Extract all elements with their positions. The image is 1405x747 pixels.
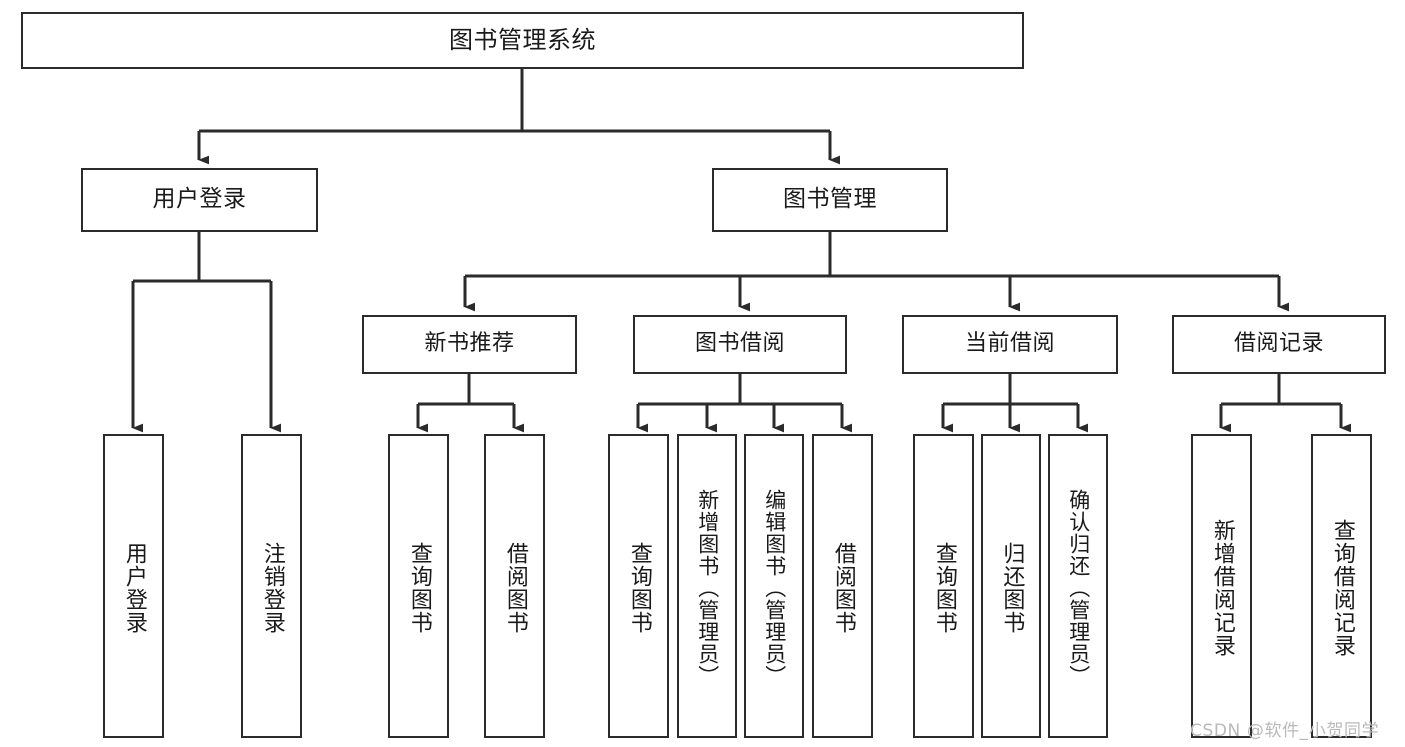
- leaf-confirm-return-admin[interactable]: 确认归还（管理员）: [1048, 434, 1108, 738]
- csdn-watermark: CSDN @软件_小贺同学: [1190, 721, 1380, 741]
- leaf-edit-book-admin[interactable]: 编辑图书（管理员）: [744, 434, 804, 738]
- leaf-borrow-books-recommendation[interactable]: 借阅图书: [484, 434, 545, 738]
- node-label: 新书推荐: [424, 331, 515, 357]
- node-label: 注销登录: [259, 542, 285, 634]
- node-label: 新增图书（管理员）: [695, 489, 720, 687]
- leaf-query-books-borrowing[interactable]: 查询图书: [608, 434, 669, 738]
- node-borrow-records[interactable]: 借阅记录: [1172, 315, 1386, 374]
- node-new-book-recommendation[interactable]: 新书推荐: [362, 315, 577, 374]
- node-label: 借阅图书: [830, 542, 856, 634]
- leaf-user-login[interactable]: 用户登录: [103, 434, 164, 738]
- node-user-login[interactable]: 用户登录: [81, 168, 318, 232]
- node-label: 新增借阅记录: [1209, 519, 1235, 657]
- node-label: 编辑图书（管理员）: [762, 489, 787, 687]
- leaf-return-books[interactable]: 归还图书: [981, 434, 1041, 738]
- node-label: 归还图书: [999, 542, 1025, 634]
- node-root-book-management-system[interactable]: 图书管理系统: [21, 12, 1024, 69]
- node-book-borrowing[interactable]: 图书借阅: [633, 315, 847, 374]
- node-label: 当前借阅: [964, 331, 1055, 357]
- leaf-logout[interactable]: 注销登录: [241, 434, 302, 738]
- node-label: 查询图书: [626, 542, 652, 634]
- node-label: 用户登录: [121, 542, 147, 634]
- leaf-query-books-recommendation[interactable]: 查询图书: [388, 434, 449, 738]
- node-book-management[interactable]: 图书管理: [712, 168, 948, 232]
- node-label: 图书借阅: [694, 331, 785, 357]
- node-current-borrowing[interactable]: 当前借阅: [902, 315, 1118, 374]
- node-label: 确认归还（管理员）: [1066, 489, 1091, 687]
- leaf-add-borrow-record[interactable]: 新增借阅记录: [1191, 434, 1252, 738]
- node-label: 查询图书: [406, 542, 432, 634]
- leaf-query-books-current[interactable]: 查询图书: [913, 434, 974, 738]
- node-label: 图书管理: [783, 186, 877, 213]
- node-label: 查询借阅记录: [1329, 519, 1355, 657]
- node-label: 用户登录: [152, 186, 247, 213]
- node-label: 查询图书: [931, 542, 957, 634]
- node-label: 借阅记录: [1233, 331, 1324, 357]
- node-label: 借阅图书: [502, 542, 528, 634]
- node-label: 图书管理系统: [449, 26, 596, 55]
- leaf-borrow-books-borrowing[interactable]: 借阅图书: [812, 434, 873, 738]
- leaf-add-book-admin[interactable]: 新增图书（管理员）: [677, 434, 737, 738]
- leaf-query-borrow-record[interactable]: 查询借阅记录: [1311, 434, 1372, 738]
